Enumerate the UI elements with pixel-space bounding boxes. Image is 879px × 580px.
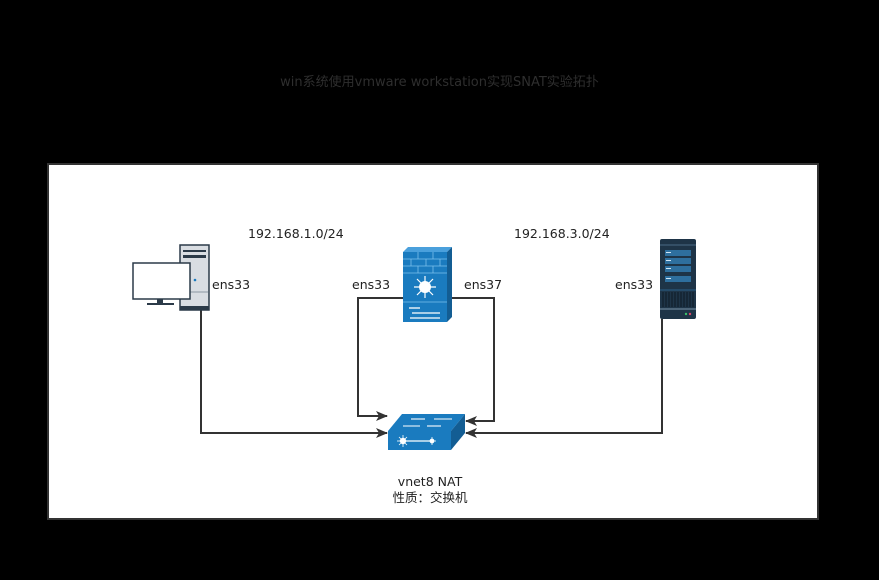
server-tower-icon[interactable]: [660, 239, 696, 319]
diagram-title: win系统使用vmware workstation实现SNAT实验拓扑: [280, 75, 599, 90]
firewall-router-icon[interactable]: [403, 247, 452, 322]
switch-desc-label: 性质：交换机: [392, 490, 468, 505]
link-server-switch: [465, 319, 663, 438]
link-firewall-ens37-switch: [451, 297, 495, 426]
diagram-canvas: [47, 163, 819, 520]
firewall-left-interface-label: ens33: [352, 277, 391, 292]
switch-name-label: vnet8 NAT: [397, 474, 463, 489]
subnet-label-right: 192.168.3.0/24: [514, 226, 610, 241]
subnet-label-left: 192.168.1.0/24: [248, 226, 344, 241]
client-interface-label: ens33: [212, 277, 251, 292]
link-client-switch: [200, 310, 388, 438]
link-firewall-ens33-switch: [357, 297, 404, 421]
server-interface-label: ens33: [615, 277, 654, 292]
desktop-pc-icon[interactable]: [132, 244, 210, 311]
firewall-right-interface-label: ens37: [464, 277, 503, 292]
network-switch-icon[interactable]: [388, 414, 465, 450]
